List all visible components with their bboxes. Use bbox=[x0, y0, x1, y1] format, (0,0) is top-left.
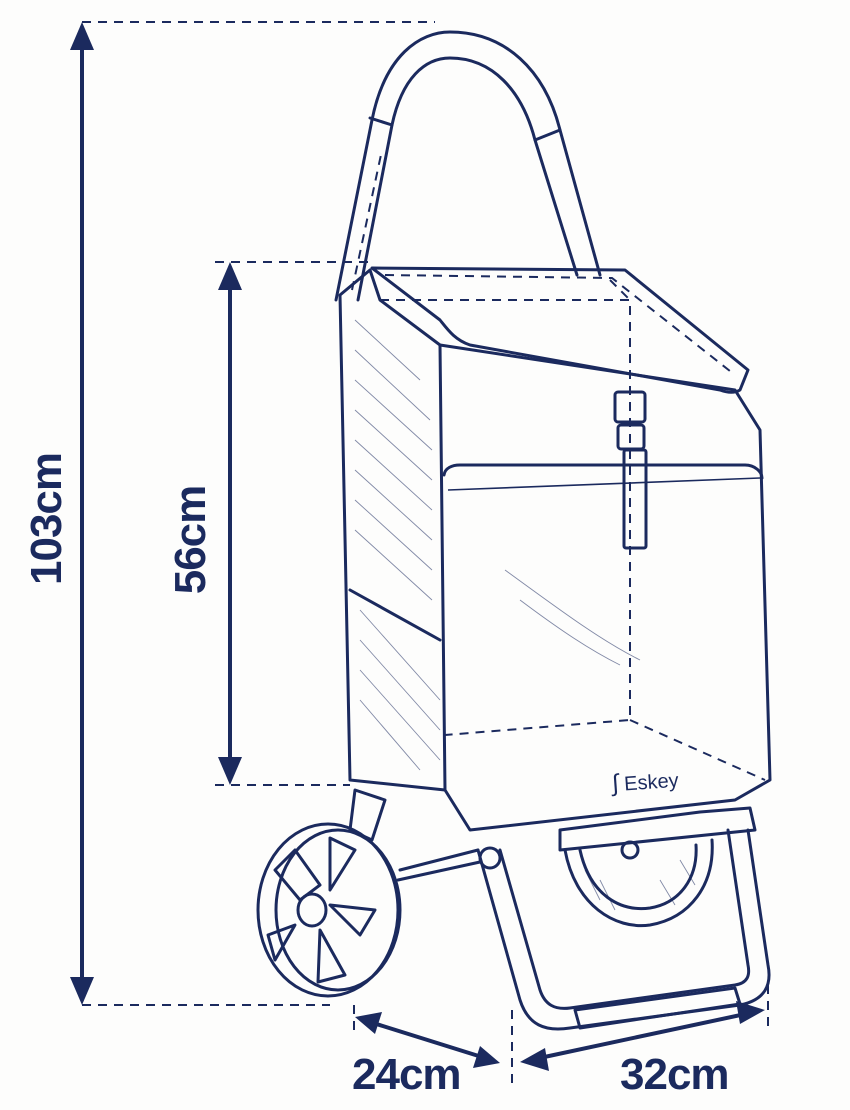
bag bbox=[338, 266, 772, 832]
brand-logo: ∫ Eskey bbox=[611, 766, 679, 799]
depth-label: 24cm bbox=[352, 1050, 462, 1099]
rear-wheel bbox=[563, 838, 714, 928]
total-height-label: 103cm bbox=[22, 452, 71, 585]
width-label: 32cm bbox=[620, 1050, 730, 1099]
depth-dimension-24 bbox=[353, 1005, 513, 1088]
logo-icon: ∫ bbox=[611, 769, 620, 798]
bag-height-label: 56cm bbox=[166, 485, 215, 595]
width-dimension-32 bbox=[520, 985, 769, 1071]
brand-logo-text: Eskey bbox=[623, 769, 680, 796]
left-wheel bbox=[256, 822, 402, 998]
height-dimension-103 bbox=[70, 21, 435, 1006]
telescopic-handle bbox=[334, 30, 602, 302]
height-dimension-56 bbox=[215, 261, 372, 786]
trolley-frame bbox=[348, 788, 771, 1031]
